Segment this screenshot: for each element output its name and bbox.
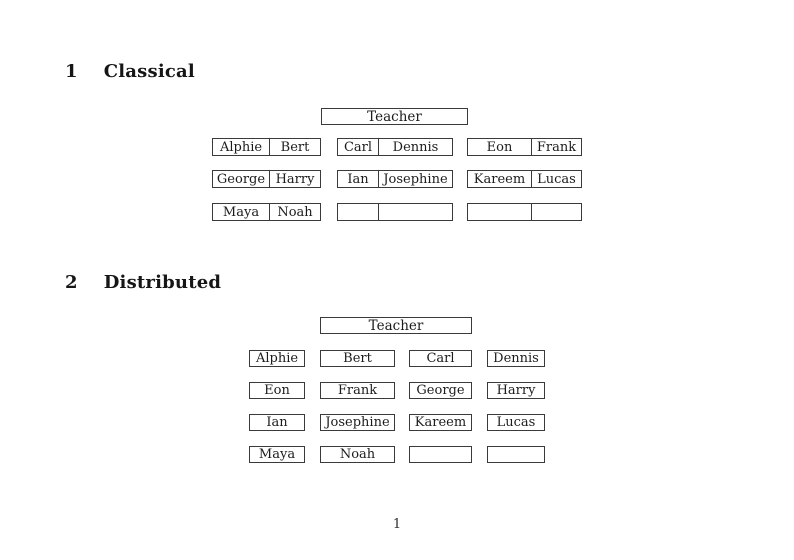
desk-pair: Alphie Bert [212,138,321,156]
desk-pair: Kareem Lucas [467,170,582,188]
desk-pair: Carl Dennis [337,138,453,156]
teacher-label: Teacher [368,317,424,334]
seat-cell: Alphie [213,139,270,155]
desk-single: Noah [320,446,395,463]
desk-single: Eon [249,382,305,399]
desk-single-empty [409,446,472,463]
seat-cell-empty [338,204,379,220]
seat-cell: Lucas [537,171,576,187]
seat-cell: Ian [338,171,379,187]
desk-single: Frank [320,382,395,399]
section-title: Classical [103,61,195,82]
desk-pair-empty [337,203,453,221]
desk-pair: Ian Josephine [337,170,453,188]
seat-cell-empty [379,204,452,220]
seat-cell: Carl [338,139,379,155]
desk-single: George [409,382,472,399]
desk-pair: Maya Noah [212,203,321,221]
seat-cell: Dennis [392,139,439,155]
desk-single: Kareem [409,414,472,431]
desk-single: Dennis [487,350,545,367]
desk-pair: Eon Frank [467,138,582,156]
seat-cell-empty [532,204,581,220]
section-number: 1 [65,61,78,82]
seat-cell: George [213,171,270,187]
teacher-label: Teacher [367,108,422,125]
desk-single: Alphie [249,350,305,367]
page-number: 1 [392,517,402,532]
teacher-box: Teacher [320,317,472,334]
section-heading-distributed: 2 Distributed [65,272,221,293]
seat-cell: Kareem [468,171,532,187]
seat-cell: Eon [468,139,532,155]
seat-cell-empty [468,204,532,220]
section-number: 2 [65,272,78,293]
desk-single: Josephine [320,414,395,431]
desk-single: Ian [249,414,305,431]
seat-cell: Bert [280,139,310,155]
section-title: Distributed [103,272,222,293]
desk-pair: George Harry [212,170,321,188]
desk-single: Carl [409,350,472,367]
desk-single: Harry [487,382,545,399]
desk-single: Bert [320,350,395,367]
desk-pair-empty [467,203,582,221]
desk-single-empty [487,446,545,463]
seat-cell: Maya [213,204,270,220]
desk-single: Lucas [487,414,545,431]
seat-cell: Josephine [383,171,448,187]
seat-cell: Frank [536,139,577,155]
desk-single: Maya [249,446,305,463]
seat-cell: Noah [277,204,313,220]
teacher-box: Teacher [321,108,468,125]
section-heading-classical: 1 Classical [65,61,195,82]
seat-cell: Harry [275,171,315,187]
